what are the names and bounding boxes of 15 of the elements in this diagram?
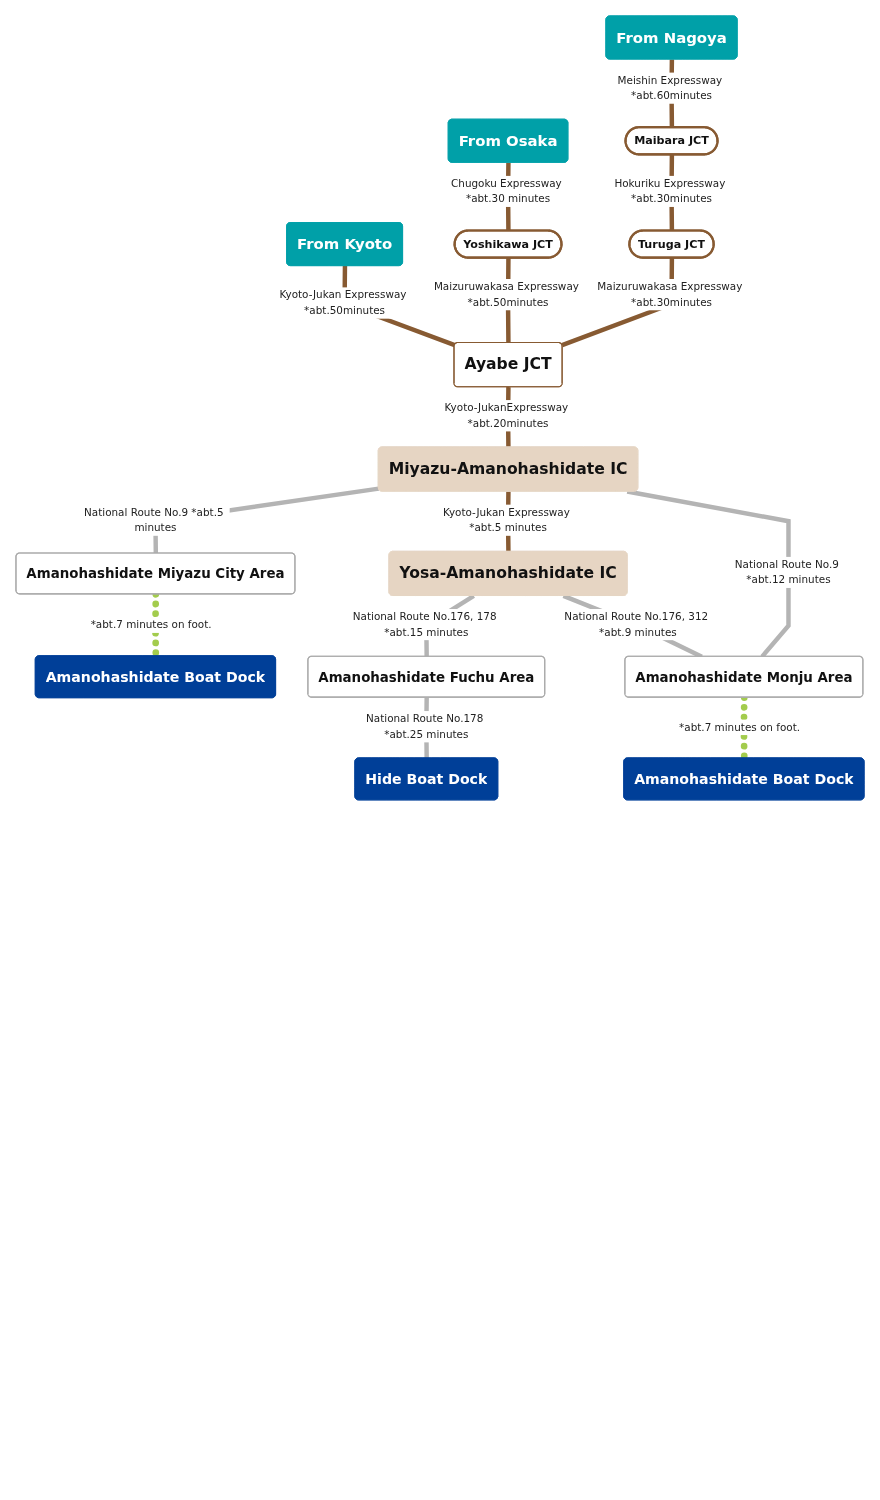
edge-label: National Route No.176, 178 *abt.15 minutes — [352, 610, 497, 638]
edge-label: *abt.7 minutes on foot. — [90, 618, 212, 631]
edge-label: Kyoto-Jukan Expressway *abt.5 minutes — [442, 505, 570, 534]
edge-label: Chugoku Expressway *abt.30 minutes — [451, 177, 562, 205]
edge-label: *abt.7 minutes on foot. — [679, 720, 801, 733]
edge-label: National Route No.176, 312 *abt.9 minutes — [564, 610, 709, 638]
edge-label: National Route No.9 *abt.12 minutes — [734, 558, 839, 586]
edge-label: National Route No.178 *abt.25 minutes — [366, 712, 484, 741]
edge-label: Kyoto-Jukan Expressway *abt.50minutes — [279, 288, 407, 317]
edge-label: National Route No.9 *abt.5 minutes — [84, 505, 224, 534]
edge-label: Kyoto-JukanExpressway *abt.20minutes — [444, 401, 569, 430]
edge-label: Maizuruwakasa Expressway *abt.50minutes — [433, 280, 579, 308]
edge-label: Hokuriku Expressway *abt.30minutes — [614, 177, 726, 205]
edge-label: Meishin Expressway *abt.60minutes — [617, 73, 723, 102]
edge-label: Maizuruwakasa Expressway *abt.30minutes — [597, 280, 743, 308]
